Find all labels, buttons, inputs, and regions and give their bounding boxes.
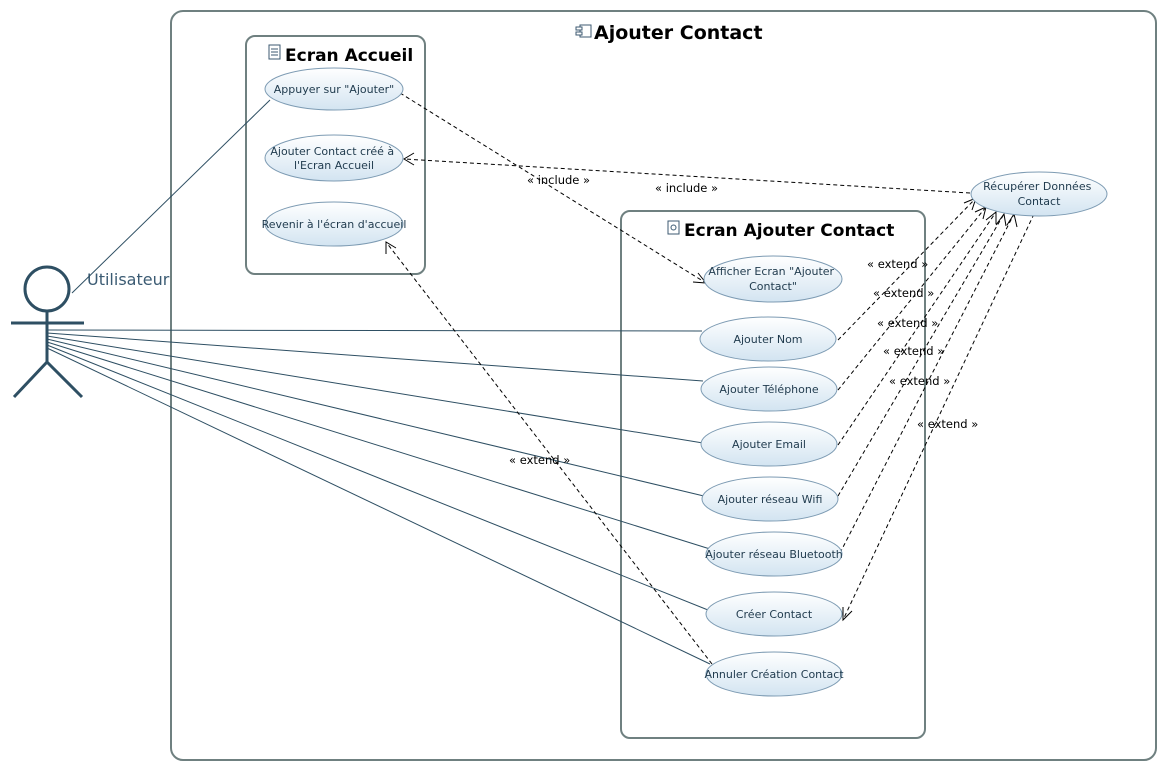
associations: [46, 99, 711, 665]
relation-labels: « include » « include » « extend » « ext…: [509, 173, 978, 467]
use-cases: Appuyer sur "Ajouter" Ajouter Contact cr…: [262, 67, 1108, 697]
association-nom: [46, 329, 703, 332]
use-case-label: Ajouter réseau Bluetooth: [705, 548, 843, 561]
association-annuler: [46, 347, 711, 665]
association-creer: [46, 344, 709, 611]
use-case-label: Afficher Ecran "Ajouter Contact": [708, 265, 837, 293]
extend-email-recuperer: [837, 211, 997, 446]
use-case-label: Annuler Création Contact: [704, 668, 844, 681]
use-case-label: Ajouter réseau Wifi: [718, 493, 823, 506]
use-case-ajouter-nom[interactable]: Ajouter Nom: [699, 316, 837, 362]
use-case-creer-contact[interactable]: Créer Contact: [705, 591, 843, 637]
include-recuperer-cree: [403, 158, 971, 194]
label-extend-nom: « extend »: [867, 257, 928, 271]
use-case-label: Ajouter Contact créé à l'Ecran Accueil: [270, 145, 397, 172]
extend-wifi-recuperer: [837, 213, 1005, 497]
dependencies: [385, 92, 1035, 665]
package-title-ajout: Ecran Ajouter Contact: [684, 221, 894, 241]
use-case-ajouter-bluetooth[interactable]: Ajouter réseau Bluetooth: [705, 531, 843, 577]
use-case-label: Récupérer Données Contact: [983, 180, 1095, 208]
use-case-ajouter-contact-cree-accueil[interactable]: Ajouter Contact créé à l'Ecran Accueil: [264, 134, 404, 182]
extend-telephone-recuperer: [837, 206, 987, 391]
label-extend-annuler: « extend »: [509, 453, 570, 467]
arrowhead: [985, 210, 997, 224]
extend-annuler-revenir: [385, 241, 713, 665]
arrowhead: [995, 212, 1007, 227]
use-case-ajouter-wifi[interactable]: Ajouter réseau Wifi: [701, 476, 839, 522]
use-case-label: Ajouter Email: [732, 438, 806, 451]
subsystem-icon: [268, 44, 281, 60]
use-case-label: Appuyer sur "Ajouter": [274, 83, 394, 96]
package-title-accueil: Ecran Accueil: [285, 46, 413, 66]
label-extend-telephone: « extend »: [873, 286, 934, 300]
use-case-label: Revenir à l'écran d'accueil: [262, 218, 407, 231]
association-bluetooth: [46, 341, 711, 550]
use-case-label: Créer Contact: [736, 608, 813, 621]
association-telephone: [46, 332, 704, 382]
association-email: [46, 335, 704, 444]
use-case-label: Ajouter Nom: [733, 333, 802, 346]
use-case-afficher-ecran[interactable]: Afficher Ecran "Ajouter Contact": [703, 255, 843, 303]
use-case-label: Ajouter Téléphone: [719, 383, 818, 396]
extend-bluetooth-recuperer: [839, 213, 1015, 554]
label-include-1: « include »: [527, 173, 590, 187]
extend-creer-recuperer: [842, 213, 1035, 621]
actor-name: Utilisateur: [87, 270, 170, 289]
extend-nom-recuperer: [837, 197, 977, 341]
component-icon: [575, 24, 592, 38]
label-extend-bluetooth: « extend »: [889, 374, 950, 388]
use-case-appuyer-ajouter[interactable]: Appuyer sur "Ajouter": [264, 67, 404, 111]
system-title: Ajouter Contact: [594, 22, 763, 44]
label-include-2: « include »: [655, 181, 718, 195]
use-case-annuler-creation[interactable]: Annuler Création Contact: [704, 651, 844, 697]
subsystem-icon: [667, 220, 680, 235]
use-case-ajouter-telephone[interactable]: Ajouter Téléphone: [700, 366, 838, 412]
arrowhead: [385, 241, 397, 254]
label-extend-email: « extend »: [877, 316, 938, 330]
label-extend-creer: « extend »: [917, 417, 978, 431]
use-case-recuperer-donnees[interactable]: Récupérer Données Contact: [970, 171, 1108, 217]
association-appuyer: [71, 99, 271, 294]
package-ecran-ajouter-contact: Ecran Ajouter Contact: [620, 210, 926, 739]
association-wifi: [46, 338, 709, 498]
arrowhead: [403, 152, 415, 166]
arrowhead: [842, 607, 853, 622]
actor-utilisateur: Utilisateur: [11, 265, 170, 399]
use-case-ajouter-email[interactable]: Ajouter Email: [700, 421, 838, 467]
label-extend-wifi: « extend »: [883, 344, 944, 358]
use-case-revenir-accueil[interactable]: Revenir à l'écran d'accueil: [262, 201, 407, 247]
